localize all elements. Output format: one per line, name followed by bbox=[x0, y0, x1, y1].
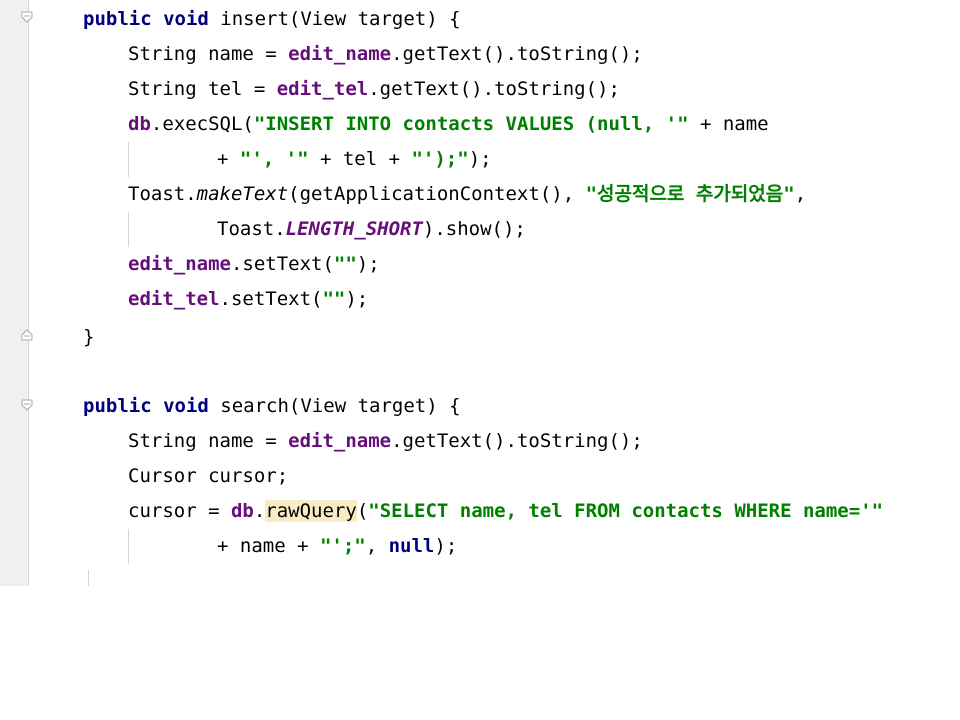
code-line-6: Toast.makeText(getApplicationContext(), … bbox=[128, 183, 807, 205]
code-line-7: Toast.LENGTH_SHORT).show(); bbox=[217, 218, 526, 240]
indent-guide bbox=[128, 212, 129, 247]
method-highlight: rawQuery bbox=[265, 500, 357, 522]
indent-guide bbox=[88, 570, 89, 586]
code-line-16: + name + "';", null); bbox=[217, 535, 458, 557]
code-area[interactable]: public void insert(View target) { String… bbox=[0, 0, 960, 586]
fold-close-icon[interactable] bbox=[20, 328, 34, 342]
code-line-9: edit_tel.setText(""); bbox=[128, 288, 369, 310]
code-line-1: public void insert(View target) { bbox=[83, 8, 461, 30]
code-line-13: String name = edit_name.getText().toStri… bbox=[128, 430, 643, 452]
blank-area bbox=[0, 586, 960, 720]
code-line-4: db.execSQL("INSERT INTO contacts VALUES … bbox=[128, 113, 769, 135]
fold-open-icon[interactable] bbox=[20, 10, 34, 24]
indent-guide bbox=[128, 529, 129, 564]
code-line-2: String name = edit_name.getText().toStri… bbox=[128, 43, 643, 65]
code-editor[interactable]: public void insert(View target) { String… bbox=[0, 0, 960, 586]
code-line-12: public void search(View target) { bbox=[83, 395, 461, 417]
code-line-5: + "', '" + tel + "');"); bbox=[217, 148, 492, 170]
code-line-10: } bbox=[83, 326, 95, 348]
code-line-8: edit_name.setText(""); bbox=[128, 253, 380, 275]
code-line-3: String tel = edit_tel.getText().toString… bbox=[128, 78, 620, 100]
editor-gutter bbox=[0, 0, 29, 586]
code-line-14: Cursor cursor; bbox=[128, 465, 289, 487]
code-line-15: cursor = db.rawQuery("SELECT name, tel F… bbox=[128, 500, 884, 522]
indent-guide bbox=[128, 142, 129, 177]
fold-open-icon[interactable] bbox=[20, 398, 34, 412]
